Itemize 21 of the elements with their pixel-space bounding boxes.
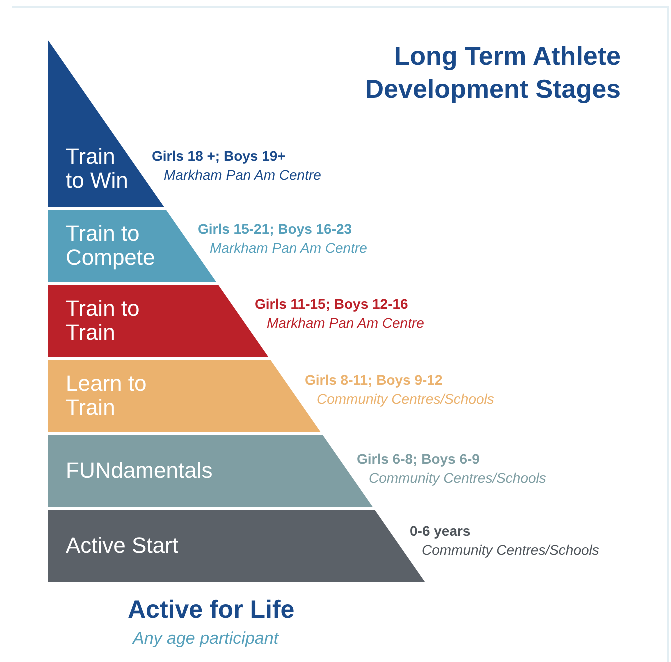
age-range: Girls 8-11; Boys 9-12: [305, 372, 443, 388]
venue-text: Community Centres/Schools: [422, 542, 600, 558]
stage-label: Active Start: [66, 534, 180, 558]
age-range: Girls 6-8; Boys 6-9: [357, 451, 480, 467]
footer-heading: Active for Life: [128, 596, 295, 625]
stage-label: Train to Compete: [66, 222, 156, 270]
venue-text: Markham Pan Am Centre: [267, 315, 424, 331]
diagram-title: Long Term Athlete Development Stages: [364, 40, 621, 106]
venue-text: Community Centres/Schools: [369, 470, 546, 486]
stage-label: FUNdamentals: [66, 459, 214, 483]
age-range: Girls 15-21; Boys 16-23: [198, 221, 352, 237]
age-range: Girls 18 +; Boys 19+: [152, 148, 286, 164]
stage-label: Train to Win: [66, 145, 130, 193]
venue-text: Community Centres/Schools: [317, 391, 494, 407]
venue-text: Markham Pan Am Centre: [210, 240, 368, 256]
stage-label: Train to Train: [66, 297, 141, 345]
age-range: Girls 11-15; Boys 12-16: [255, 296, 408, 312]
venue-text: Markham Pan Am Centre: [164, 167, 322, 183]
footer-subtitle: Any age participant: [133, 629, 279, 649]
age-range: 0-6 years: [410, 523, 471, 539]
stage-label: Learn to Train: [66, 372, 148, 420]
